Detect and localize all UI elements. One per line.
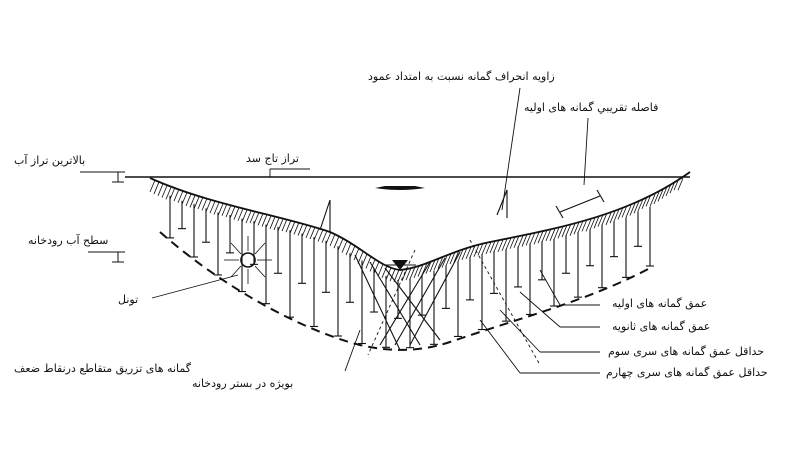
label-river-water-level: سطح آب رودخانه — [28, 234, 109, 247]
grout-holes — [166, 195, 654, 351]
ground-hatching — [149, 178, 684, 282]
label-approx-spacing-primary: فاصله تقريبي گمانه هاى اوليه — [524, 101, 659, 114]
label-dam-crest-level: تراز تاج سد — [246, 152, 299, 165]
leader-lines — [151, 87, 600, 374]
valley-ground-profile — [149, 171, 691, 271]
grout-envelope-dashed — [159, 231, 651, 351]
label-tunnel: تونل — [118, 293, 139, 306]
label-secondary-hole-depth: عمق گمانه هاى ثانويه — [612, 320, 711, 333]
label-grout-holes-line1: گمانه هاى تزريق متقاطع درنقاط ضعف — [14, 362, 191, 375]
spacing-dimension-icon — [555, 189, 605, 219]
label-max-deviation-angle: زاويه انحراف گمانه نسبت به امتداد عمود — [368, 70, 555, 83]
water-level-marker-icon — [375, 186, 425, 270]
inclined-hole-axes — [367, 239, 541, 366]
level-ticks — [80, 171, 125, 263]
label-min-depth-fourth-series: حداقل عمق گمانه هاى سرى چهارم — [606, 366, 768, 379]
label-min-depth-third-series: حداقل عمق گمانه هاى سرى سوم — [608, 345, 765, 358]
angle-marker-icon — [319, 189, 508, 232]
label-highest-water-level: بالاترين تراز آب — [14, 154, 86, 167]
label-grout-holes-line2: بويژه در بستر رودخانه — [192, 377, 294, 390]
label-primary-hole-depth: عمق گمانه هاى اوليه — [612, 297, 708, 310]
tunnel-icon — [224, 236, 272, 284]
